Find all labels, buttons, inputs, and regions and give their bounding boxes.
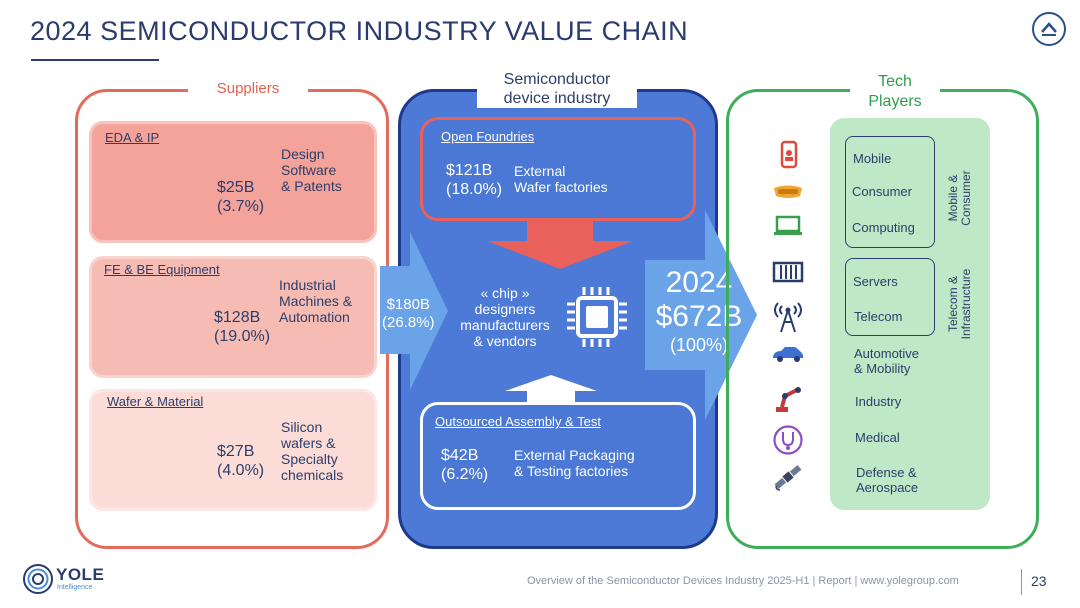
page-number: 23: [1031, 573, 1047, 589]
total-market-arrow: [645, 210, 757, 420]
segment-computing: Computing: [852, 220, 915, 235]
supplier-label: Wafer & Material: [107, 394, 204, 409]
suppliers-title: Suppliers: [188, 80, 308, 97]
osat-box: [420, 402, 696, 510]
osat-up-arrow: [505, 375, 597, 403]
supplier-wafer-material: [89, 389, 377, 511]
supplier-eda-ip: [89, 121, 377, 243]
mobile-consumer-label: Mobile &Consumer: [946, 170, 973, 226]
segment-consumer: Consumer: [852, 184, 912, 199]
segment-industry: Industry: [855, 394, 902, 409]
robot-arm-icon: [776, 387, 801, 412]
vr-headset-icon: [774, 185, 802, 198]
footer-text: Overview of the Semiconductor Devices In…: [527, 575, 959, 587]
supplier-equipment: [89, 256, 377, 378]
segment-mobile: Mobile: [853, 151, 892, 166]
foundries-label: Open Foundries: [441, 129, 535, 144]
segment-defense: Defense &Aerospace: [856, 465, 919, 495]
segment-telecom: Telecom: [854, 309, 903, 324]
supplier-value: $128B(19.0%): [214, 309, 271, 345]
smartphone-icon: [780, 140, 798, 169]
supplier-value: $27B(4.0%): [217, 443, 265, 479]
telecom-infra-label: Telecom &Infrastructure: [946, 268, 973, 340]
suppliers-flow-arrow: [380, 232, 448, 390]
car-icon: [773, 347, 803, 362]
foundries-down-arrow: [487, 221, 633, 269]
page-title: 2024 SEMICONDUCTOR INDUSTRY VALUE CHAIN: [30, 16, 689, 46]
segment-automotive: Automotive& Mobility: [854, 346, 920, 376]
stethoscope-icon: [773, 425, 803, 455]
yole-logo-icon: [23, 564, 53, 594]
server-rack-icon: [772, 261, 804, 283]
foundries-value: $121B(18.0%): [446, 162, 503, 198]
open-foundries-box: [420, 117, 696, 221]
logo-subtitle: Intelligence: [57, 584, 93, 591]
osat-label: Outsourced Assembly & Test: [435, 414, 601, 429]
osat-value: $42B(6.2%): [441, 447, 489, 483]
laptop-icon: [774, 215, 802, 235]
supplier-label: FE & BE Equipment: [104, 262, 220, 277]
supplier-value: $25B(3.7%): [217, 179, 265, 215]
segment-medical: Medical: [855, 430, 900, 445]
home-icon: [1041, 22, 1057, 36]
suppliers-flow-value: $180B(26.8%): [382, 296, 435, 331]
segment-servers: Servers: [853, 274, 898, 289]
antenna-tower-icon: [774, 302, 802, 333]
logo-name: YOLE: [56, 565, 105, 584]
satellite-icon: [774, 465, 802, 491]
supplier-label: EDA & IP: [105, 130, 160, 145]
chip-icon: [567, 287, 627, 347]
osat-desc: External Packaging& Testing factories: [514, 447, 635, 479]
tech-segments-panel: [830, 118, 990, 510]
home-button[interactable]: [1032, 12, 1066, 46]
mobile-consumer-group: [845, 136, 935, 248]
footer-separator: [1021, 569, 1022, 595]
title-underline: [31, 59, 159, 61]
telecom-infra-group: [845, 258, 935, 336]
